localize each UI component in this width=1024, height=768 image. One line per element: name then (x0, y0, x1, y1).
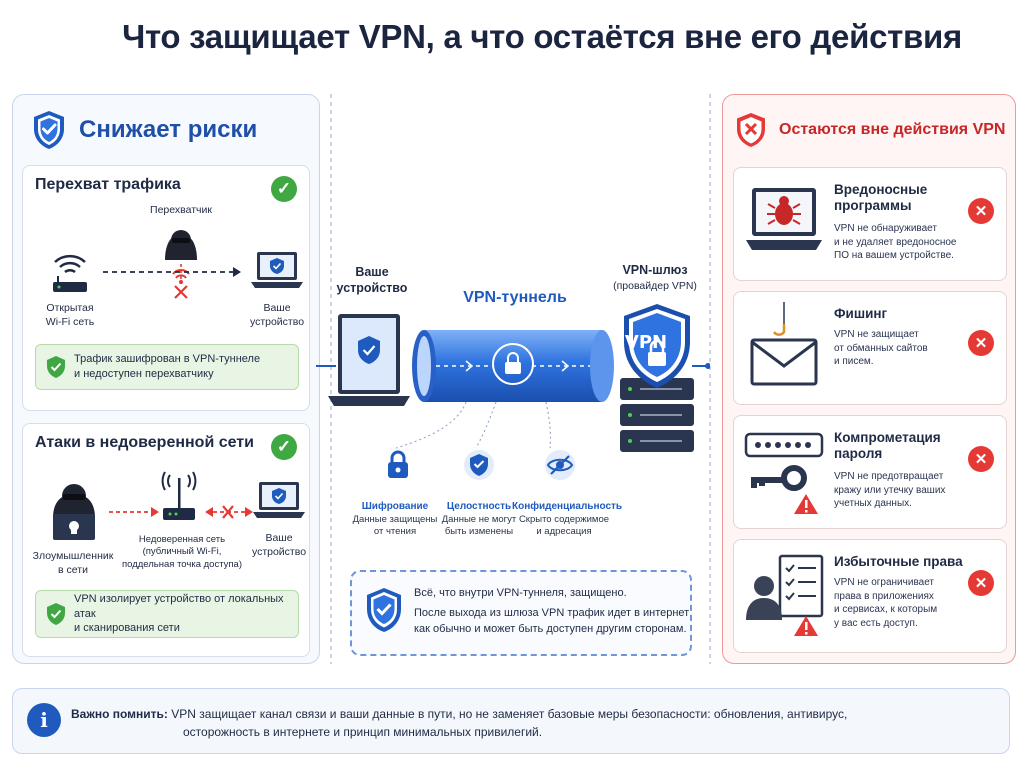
feature-confidentiality-title: Конфиденциальность (512, 501, 623, 512)
shield-icon (464, 450, 494, 480)
vpn-shield-text: VPN (624, 332, 668, 353)
traffic-interception-card: Перехват трафика ✓ Перехватчик Открытая … (22, 165, 310, 411)
item-title: Избыточные права (834, 554, 963, 569)
phishing-card: Фишинг VPN не защищает от обманных сайто… (733, 291, 1007, 405)
item-title: Вредоносные программы (834, 182, 928, 214)
green-shield-icon (47, 603, 65, 625)
important-note-line1: VPN защищает канал связи и ваши данные в… (171, 707, 848, 721)
important-note-bar: i Важно помнить: VPN защищает канал связ… (12, 688, 1010, 754)
tunnel-label: VPN-туннель (463, 289, 567, 306)
risk-reduction-panel: Снижает риски Перехват трафика ✓ Перехва… (12, 94, 320, 664)
item-desc: VPN не обнаруживает и не удаляет вредоно… (834, 223, 957, 261)
open-wifi-label: Открытая Wi-Fi сеть (45, 302, 95, 328)
isolation-note: VPN изолирует устройство от локальных ат… (35, 590, 299, 638)
tunnel-scope-line2: После выхода из шлюза VPN трафик идет в … (414, 607, 690, 635)
right-separator (709, 94, 711, 664)
important-note-label: Важно помнить: (71, 707, 168, 721)
item-title: Компрометация пароля (834, 430, 941, 462)
right-panel-header: Остаются вне действия VPN (735, 111, 1005, 149)
shield-check-icon (34, 111, 64, 149)
untrusted-router-icon (161, 471, 197, 520)
interceptor-label: Перехватчик (150, 204, 212, 216)
password-card: Компрометация пароля VPN не предотвращае… (733, 415, 1007, 529)
laptop-icon (251, 252, 303, 288)
check-icon: ✓ (271, 434, 297, 460)
x-icon: ✕ (968, 446, 994, 472)
tunnel-scope-line1: Всё, что внутри VPN-туннеля, защищено. (414, 587, 627, 599)
left-separator (330, 94, 332, 664)
x-icon: ✕ (968, 330, 994, 356)
info-icon: i (27, 703, 61, 737)
card-title: Атаки в недоверенной сети (35, 434, 254, 451)
laptop-icon (253, 482, 305, 518)
feature-encryption-title: Шифрование (361, 501, 429, 512)
malware-bug-icon (746, 188, 822, 250)
item-desc: VPN не ограничивает права в приложениях … (834, 577, 938, 629)
lock-icon (388, 450, 408, 478)
phishing-envelope-icon (750, 302, 818, 386)
wifi-router-icon (53, 254, 87, 292)
item-desc: VPN не защищает от обманных сайтов и пис… (834, 329, 928, 367)
eye-off-icon (545, 450, 575, 480)
untrusted-network-card: Атаки в недоверенной сети ✓ Злоумышленни… (22, 423, 310, 657)
item-desc: VPN не предотвращает кражу или утечку ва… (834, 471, 946, 509)
vpn-tunnel-diagram (316, 304, 710, 452)
device-label: Ваше устройство (249, 302, 305, 328)
green-shield-icon (47, 356, 65, 378)
important-note-line2: осторожность в интернете и принцип миним… (183, 725, 543, 739)
untrusted-network-label: Недоверенная сеть (публичный Wi-Fi, подд… (121, 534, 242, 570)
attacker-icon (53, 484, 95, 540)
left-panel-header: Снижает риски (31, 109, 257, 151)
user-permissions-icon (746, 554, 824, 636)
password-key-icon (744, 432, 824, 514)
isolation-note-text: VPN изолирует устройство от локальных ат… (74, 592, 284, 635)
page-title: Что защищает VPN, а что остаётся вне его… (122, 18, 962, 55)
encryption-note: Трафик зашифрован в VPN-туннеле и недост… (35, 344, 299, 390)
feature-integrity-desc: Данные не могут быть изменены (441, 514, 517, 538)
right-panel-title: Остаются вне действия VPN (779, 121, 1006, 138)
permissions-card: Избыточные права VPN не ограничивает пра… (733, 539, 1007, 653)
feature-integrity-title: Целостность (446, 501, 512, 512)
left-panel-title: Снижает риски (79, 116, 258, 143)
x-icon: ✕ (968, 198, 994, 224)
your-device-label: Ваше устройство (336, 265, 408, 296)
gateway-label: VPN-шлюз (622, 263, 688, 277)
shield-x-icon (737, 113, 765, 147)
gateway-sub-label: (провайдер VPN) (613, 280, 697, 292)
attack-arrows (109, 505, 253, 519)
card-title: Перехват трафика (35, 176, 181, 193)
device-label: Ваше устройство (251, 532, 307, 558)
item-title: Фишинг (834, 306, 888, 321)
check-icon: ✓ (271, 176, 297, 202)
shield-check-icon (367, 588, 401, 632)
encryption-note-text: Трафик зашифрован в VPN-туннеле и недост… (74, 353, 261, 380)
out-of-scope-panel: Остаются вне действия VPN Вредоносные пр… (722, 94, 1016, 664)
malware-card: Вредоносные программы VPN не обнаруживае… (733, 167, 1007, 281)
tunnel-scope-box: Всё, что внутри VPN-туннеля, защищено. П… (350, 570, 692, 656)
x-icon: ✕ (968, 570, 994, 596)
feature-encryption-desc: Данные защищены от чтения (352, 514, 438, 538)
feature-confidentiality-desc: Скрыто содержимое и адресация (518, 514, 610, 538)
important-note-text: Важно помнить: VPN защищает канал связи … (71, 705, 1001, 741)
traffic-arrow (103, 262, 241, 299)
attacker-label: Злоумышленник в сети (32, 550, 114, 576)
